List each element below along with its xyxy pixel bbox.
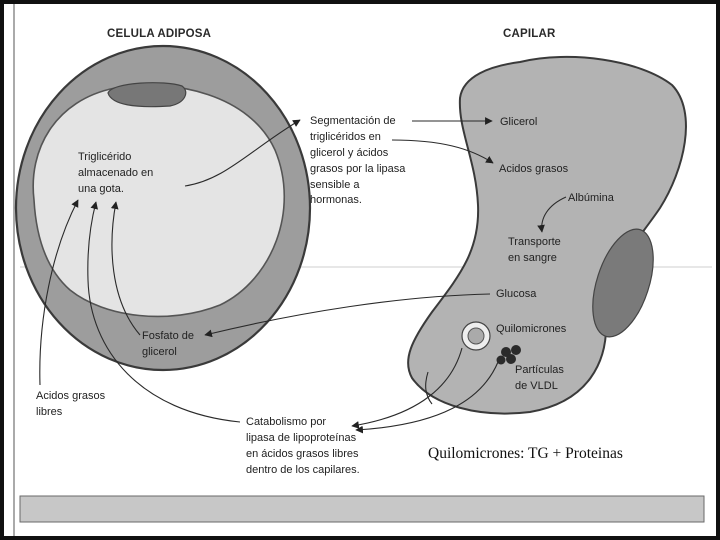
adipose-cell-header: CELULA ADIPOSA [107,28,211,40]
arrow-albumin-to-transport [537,196,567,233]
capillary [407,55,687,415]
catabolism-label: Catabolismo por lipasa de lipoproteínas … [246,416,362,476]
arrow-to-free-fatty-acids-1 [39,199,79,386]
arrow-segmentation-to-fatty-acids [391,139,494,164]
footer-bar [19,495,705,523]
glycerol-phosphate-label: Fosfato de glicerol [142,330,197,358]
capillary-wall-gap [425,371,433,405]
albumin-label: Albúmina [568,192,615,204]
caption-text: Quilomicrones: TG + Proteinas [428,445,623,462]
glucose-label: Glucosa [496,288,537,300]
free-fatty-acids-label: Acidos grasos libres [36,390,108,418]
segmentation-label: Segmentación de triglicéridos en glicero… [310,115,408,206]
arrow-glucose-to-glycerol-phosphate [204,293,491,338]
fat-droplet [32,84,286,318]
adipocyte-nucleus [107,82,187,108]
vldl-particles [496,345,521,365]
glycerol-label: Glicerol [500,116,537,128]
vldl-label: Partículas de VLDL [515,364,567,392]
arrow-chylomicron-to-catabolism [351,347,463,429]
arrow-glycerol-phosphate-to-droplet [110,201,141,336]
adipose-cell [14,44,312,372]
capillary-header: CAPILAR [503,28,556,40]
triglyceride-label: Triglicérido almacenado en una gota. [78,151,156,195]
arrow-catabolism-to-fatty-acids [87,201,241,423]
transport-label: Transporte en sangre [508,236,564,264]
endothelial-nucleus [592,228,654,338]
pathway-arrows [39,117,567,434]
fatty-acids-label: Acidos grasos [499,163,569,175]
chylomicrons-label: Quilomicrones [496,323,567,335]
arrow-triglyceride-to-segmentation [184,119,301,187]
arrow-vldl-to-catabolism [355,361,499,434]
chylomicron-core [467,327,485,345]
